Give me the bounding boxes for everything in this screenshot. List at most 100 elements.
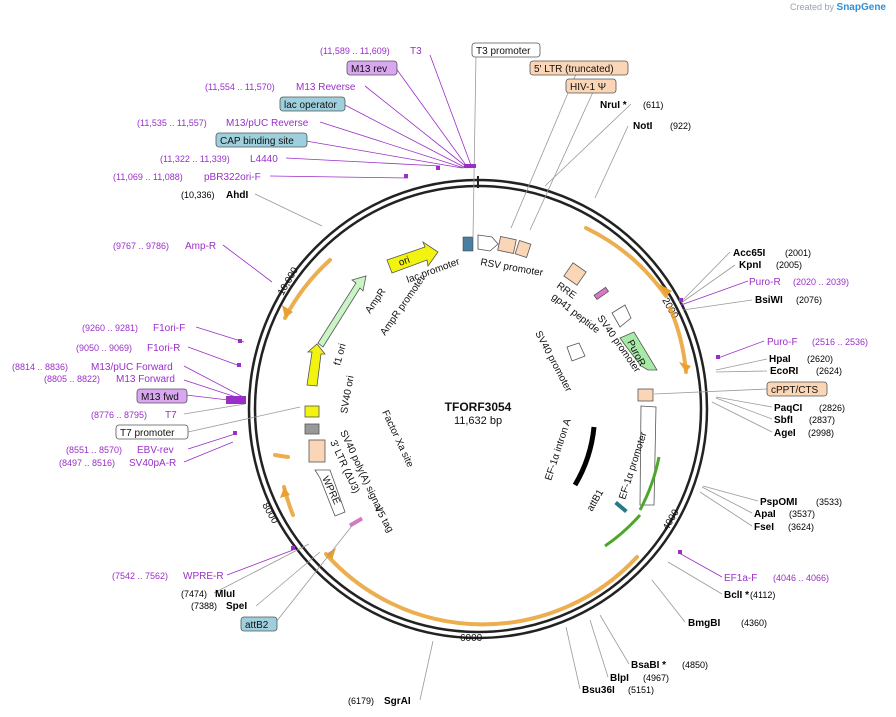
backbone (247, 176, 709, 640)
feature-wpre: WPRE (319, 475, 342, 507)
puro-r-name: Puro-R (749, 277, 781, 288)
feature-factor-xa: Factor Xa site (379, 409, 415, 470)
ebv-rev-range: (8551 .. 8570) (66, 445, 122, 455)
snapgene-logo: SnapGene (836, 2, 886, 13)
ecori-pos: (2624) (816, 366, 842, 376)
feature-ef1a-intron: EF-1α intron A (543, 417, 573, 482)
plasmid-size: 11,632 bp (454, 415, 502, 427)
puro-r-range: (2020 .. 2039) (793, 277, 849, 287)
puro-f-range: (2516 .. 2536) (812, 337, 868, 347)
hpai-name: HpaI (769, 354, 791, 365)
paqci-pos: (2826) (819, 403, 845, 413)
plasmid-name: TFORF3054 (445, 400, 512, 414)
apai-name: ApaI (754, 509, 776, 520)
feature-blocks (304, 234, 661, 548)
bmgbi-name: BmgBI (688, 618, 720, 629)
tick-6000: 6000 (460, 633, 483, 644)
feature-f1-ori: f1 ori (332, 342, 348, 366)
feature-ampr: AmpR (363, 287, 388, 316)
blpi-name: BlpI (610, 673, 629, 684)
m13puc-reverse-range: (11,535 .. 11,557) (137, 118, 207, 128)
pbr322-range: (11,069 .. 11,088) (113, 172, 183, 182)
m13-reverse-range: (11,554 .. 11,570) (205, 82, 275, 92)
right-labels: Acc65I (2001) KpnI (2005) Puro-R (2020 .… (582, 248, 868, 696)
sbfi-pos: (2837) (809, 415, 835, 425)
feature-ori: ori (397, 255, 411, 269)
sgrai-name: SgrAI (384, 696, 411, 707)
spei-name: SpeI (226, 601, 247, 612)
cap-binding-box: CAP binding site (220, 136, 294, 147)
snapgene-credit: Created by SnapGene (790, 2, 886, 13)
cppt-cts-box: cPPT/CTS (771, 385, 819, 396)
m13-rev-box: M13 rev (351, 64, 387, 75)
feature-v5-tag: V5 tag (371, 504, 395, 535)
t7-range: (8776 .. 8795) (91, 410, 147, 420)
bsiwi-pos: (2076) (796, 295, 822, 305)
l4440-name: L4440 (250, 154, 278, 165)
5ltr-box: 5' LTR (truncated) (534, 64, 614, 75)
f1ori-r-name: F1ori-R (147, 343, 180, 354)
agei-pos: (2998) (808, 428, 834, 438)
hpai-pos: (2620) (807, 354, 833, 364)
wpre-r-name: WPRE-R (183, 571, 224, 582)
t7-name: T7 (165, 410, 177, 421)
feature-gp41: gp41 peptide (549, 292, 602, 337)
feature-rsv-promoter: RSV promoter (479, 257, 544, 279)
m13-fwd-box: M13 fwd (141, 392, 179, 403)
apai-pos: (3537) (789, 509, 815, 519)
feature-sv40-ori: SV40 ori (339, 375, 356, 415)
f1ori-f-name: F1ori-F (153, 323, 185, 334)
ef1a-f-range: (4046 .. 4066) (773, 573, 829, 583)
bmgbi-pos: (4360) (741, 618, 767, 628)
mlui-name: MluI (215, 589, 235, 600)
fsei-pos: (3624) (788, 522, 814, 532)
puro-f-name: Puro-F (767, 337, 798, 348)
ampr-name: Amp-R (185, 241, 216, 252)
feature-attb1: attB1 (585, 487, 606, 513)
leader-lines (183, 54, 773, 701)
kpni-name: KpnI (739, 260, 761, 271)
l4440-range: (11,322 .. 11,339) (160, 154, 230, 164)
agei-name: AgeI (774, 428, 796, 439)
pspomi-pos: (3533) (816, 497, 842, 507)
acc65i-pos: (2001) (785, 248, 811, 258)
bsiwi-name: BsiWI (755, 295, 783, 306)
mlui-pos: (7474) (181, 589, 207, 599)
m13puc-forward-name: M13/pUC Forward (91, 362, 173, 373)
m13-reverse-name: M13 Reverse (296, 82, 356, 93)
nrui-pos: (611) (643, 100, 663, 110)
sv40pa-r-name: SV40pA-R (129, 458, 176, 469)
orf-arrow-heads (280, 284, 691, 560)
f1ori-r-range: (9050 .. 9069) (76, 343, 132, 353)
bsabi-pos: (4850) (682, 660, 708, 670)
sbfi-name: SbfI (774, 415, 793, 426)
t3-name: T3 (410, 46, 422, 57)
noti-name: NotI (633, 121, 653, 132)
attb2-box: attB2 (245, 620, 269, 631)
m13-forward-name: M13 Forward (116, 374, 175, 385)
nrui-name: NruI * (600, 100, 627, 111)
m13puc-reverse-name: M13/pUC Reverse (226, 118, 309, 129)
ecori-name: EcoRI (770, 366, 799, 377)
sgrai-pos: (6179) (348, 696, 374, 706)
ampr-range: (9767 .. 9786) (113, 241, 169, 251)
t7-promoter-box: T7 promoter (120, 428, 175, 439)
t3-promoter-box: T3 promoter (476, 46, 531, 57)
hiv1-psi-box: HIV-1 Ψ (570, 82, 606, 93)
ahdi-pos: (10,336) (181, 190, 215, 200)
paqci-name: PaqCI (774, 403, 803, 414)
fsei-name: FseI (754, 522, 774, 533)
spei-pos: (7388) (191, 601, 217, 611)
noti-pos: (922) (670, 121, 691, 131)
bsu36i-name: Bsu36I (582, 685, 615, 696)
wpre-r-range: (7542 .. 7562) (112, 571, 168, 581)
bsabi-name: BsaBI * (631, 660, 666, 671)
t3-range: (11,589 .. 11,609) (320, 46, 390, 56)
feature-sv40-promoter-b: SV40 promoter (532, 329, 574, 394)
kpni-pos: (2005) (776, 260, 802, 270)
bcli-name: BclI * (724, 590, 749, 601)
ahdi-name: AhdI (226, 190, 248, 201)
ebv-rev-name: EBV-rev (137, 445, 174, 456)
m13puc-forward-range: (8814 .. 8836) (12, 362, 68, 372)
